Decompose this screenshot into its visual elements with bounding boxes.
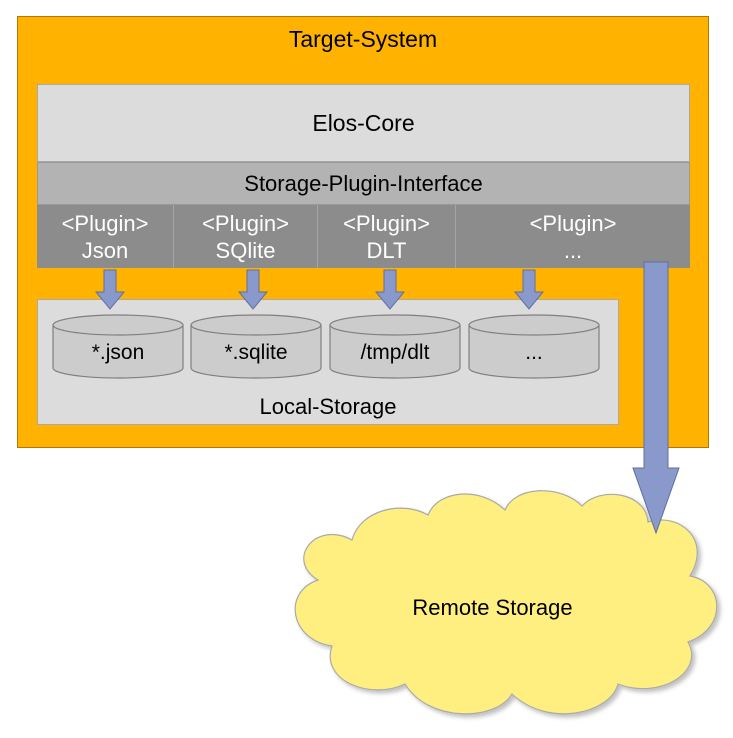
arrow-to-remote-icon [632, 261, 680, 535]
target-system-title: Target-System [288, 25, 438, 52]
arrow-down-icon [374, 269, 406, 310]
plugin-sqlite: <Plugin> SQlite [174, 205, 318, 268]
plugin-name: SQlite [215, 237, 276, 263]
store-label-other: ... [525, 341, 543, 364]
arrow-down-icon [94, 269, 126, 310]
plugin-dlt: <Plugin> DLT [318, 205, 456, 268]
store-json [52, 314, 184, 379]
store-label-sqlite: *.sqlite [224, 341, 288, 364]
plugin-tag: <Plugin> [343, 210, 430, 236]
store-label-json: *.json [91, 341, 145, 364]
plugin-tag: <Plugin> [61, 210, 149, 236]
arrow-down-icon [237, 269, 269, 310]
store-label-dlt: /tmp/dlt [360, 341, 430, 364]
arrow-down-icon [513, 269, 545, 310]
plugin-tag: <Plugin> [529, 210, 617, 236]
plugin-json: <Plugin> Json [37, 205, 174, 268]
remote-storage-cloud [294, 490, 718, 715]
plugin-other: <Plugin> ... [456, 205, 690, 268]
plugin-name: Json [81, 237, 129, 263]
plugin-name: DLT [366, 237, 407, 263]
plugin-tag: <Plugin> [202, 210, 289, 236]
store-dlt [329, 314, 461, 379]
store-sqlite [190, 314, 322, 379]
plugin-row [37, 205, 690, 268]
store-other [468, 314, 600, 379]
plugin-name: ... [563, 237, 583, 263]
elos-core-box: Elos-Core [37, 84, 690, 162]
local-storage-label: Local-Storage [259, 394, 397, 419]
remote-storage-label: Remote Storage [412, 595, 573, 620]
storage-plugin-interface-box: Storage-Plugin-Interface [37, 162, 690, 205]
